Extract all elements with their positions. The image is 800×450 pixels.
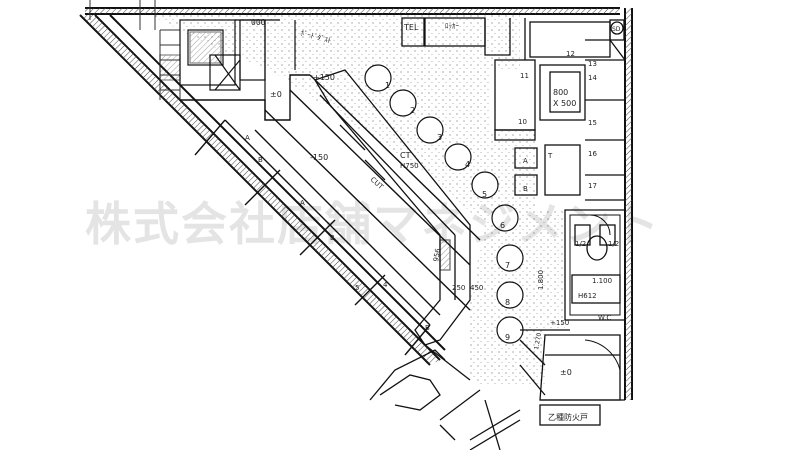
dim-1270: 1.270 xyxy=(533,332,543,350)
grid-number: 5 xyxy=(355,284,359,292)
stool-numbers: 1 2 3 4 5 6 7 8 9 xyxy=(385,81,510,342)
stool-number: 2 xyxy=(410,106,415,115)
toilet-room xyxy=(564,209,626,321)
half-right: 1/2 xyxy=(608,240,619,248)
stool-7 xyxy=(496,244,524,272)
counter-height: H750 xyxy=(400,162,419,170)
stool-number: 4 xyxy=(465,160,470,169)
floor-area xyxy=(150,15,565,385)
door-swings xyxy=(584,214,621,371)
stool-5 xyxy=(471,171,499,199)
wc-label: W.C xyxy=(598,314,611,322)
marker-b: B xyxy=(425,324,430,332)
kitchen-block xyxy=(159,19,296,120)
interior-walls xyxy=(180,74,481,356)
stool-number: 9 xyxy=(505,333,510,342)
dim-h612: H612 xyxy=(578,292,597,300)
marker-b: B xyxy=(330,234,335,242)
grid-number: 11 xyxy=(520,72,529,80)
marker-t: T xyxy=(547,152,553,160)
table-size-2: X 500 xyxy=(553,99,576,108)
grid-number: 12 xyxy=(566,50,575,58)
fire-door-label: 乙種防火戸 xyxy=(548,412,588,422)
marker-b: B xyxy=(523,185,528,193)
stool-2 xyxy=(389,89,417,117)
grid-number: 17 xyxy=(588,182,597,190)
dim-956: 956 xyxy=(432,247,442,262)
level-zero-left: ±0 xyxy=(270,90,282,99)
level-minus150: -150 xyxy=(310,153,328,162)
sd-label: SD xyxy=(612,26,621,33)
stool-number: 8 xyxy=(505,298,510,307)
counter-label: CT xyxy=(400,151,411,160)
grid-number: 13 xyxy=(588,60,597,68)
stool-number: 7 xyxy=(505,261,510,270)
dim-450: 450 xyxy=(470,284,483,292)
half-left: 1/2 xyxy=(575,240,586,248)
stool-4 xyxy=(444,143,472,171)
stool-8 xyxy=(496,281,524,309)
marker-a: A xyxy=(300,199,305,207)
tel-label: TEL xyxy=(403,23,419,32)
grid-number: 14 xyxy=(588,74,597,82)
marker-a: A xyxy=(245,134,250,142)
marker-b: B xyxy=(258,156,263,164)
stool-number: 3 xyxy=(437,133,442,142)
grid-number: 15 xyxy=(588,119,597,127)
watermark-text: 株式会社店舗マネジメント xyxy=(85,197,661,251)
grid-number: 4 xyxy=(383,281,388,289)
level-plus150-top: +150 xyxy=(313,73,335,82)
locker-label: ﾛｯｶｰ xyxy=(445,22,459,30)
grid-number: 10 xyxy=(518,118,527,126)
back-office xyxy=(401,17,625,60)
marker-a: A xyxy=(523,157,528,165)
lower-entrance xyxy=(369,344,481,441)
level-zero-entry: ±0 xyxy=(560,368,572,377)
wall-code-label: 000 xyxy=(251,18,266,27)
stool-1 xyxy=(364,64,392,92)
stool-number: 5 xyxy=(482,190,487,199)
bar-stools xyxy=(364,64,524,344)
grid-number: 16 xyxy=(588,150,597,158)
stool-3 xyxy=(416,116,444,144)
level-plus150-wc: +150 xyxy=(550,319,569,327)
dim-1100: 1.100 xyxy=(592,277,612,285)
table-size-1: 800 xyxy=(553,88,568,97)
kitchen-fixtures xyxy=(494,39,626,201)
dim-250: 250 xyxy=(452,284,465,292)
stool-6 xyxy=(491,204,519,232)
dim-1800: 1.800 xyxy=(537,270,545,290)
stool-number: 1 xyxy=(385,81,390,90)
entry-area xyxy=(469,329,625,450)
stool-number: 6 xyxy=(500,221,505,230)
